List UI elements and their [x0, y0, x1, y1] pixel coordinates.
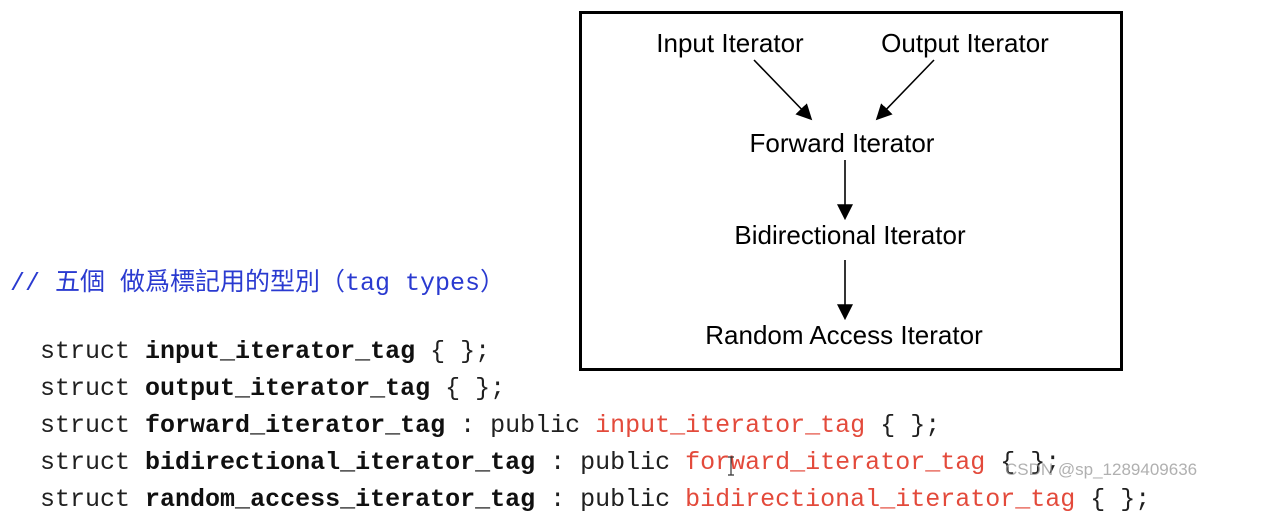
type-name: input_iterator_tag — [145, 337, 416, 366]
node-input-iterator: Input Iterator — [656, 28, 804, 58]
node-output-iterator: Output Iterator — [881, 28, 1049, 58]
keyword-struct: struct — [40, 485, 131, 514]
base-type: bidirectional_iterator_tag — [685, 485, 1076, 514]
body-tail: { }; — [865, 411, 941, 440]
keyword-struct: struct — [40, 337, 131, 366]
type-name: random_access_iterator_tag — [145, 485, 536, 514]
type-name: forward_iterator_tag — [145, 411, 446, 440]
iterator-hierarchy-diagram: Input Iterator Output Iterator Forward I… — [579, 11, 1123, 371]
body-tail: { }; — [415, 337, 491, 366]
type-name: bidirectional_iterator_tag — [145, 448, 536, 477]
edge-output-to-forward — [875, 59, 935, 121]
code-line: struct input_iterator_tag { }; — [10, 307, 490, 367]
inherit-sep: : public — [535, 448, 686, 477]
watermark: CSDN @sp_1289409636 — [1005, 460, 1198, 479]
node-bidirectional-iterator: Bidirectional Iterator — [734, 220, 966, 250]
keyword-struct: struct — [40, 411, 131, 440]
text-cursor-icon — [728, 456, 734, 476]
body-tail: { }; — [430, 374, 506, 403]
base-type: input_iterator_tag — [595, 411, 866, 440]
diagram-edges — [753, 59, 935, 321]
node-forward-iterator: Forward Iterator — [749, 128, 935, 158]
inherit-sep: : public — [445, 411, 596, 440]
inherit-sep: : public — [535, 485, 686, 514]
type-name: output_iterator_tag — [145, 374, 431, 403]
code-line: struct random_access_iterator_tag : publ… — [10, 455, 1150, 515]
code-line: struct forward_iterator_tag : public inp… — [10, 381, 940, 441]
node-random-access-iterator: Random Access Iterator — [705, 320, 983, 350]
code-line: struct output_iterator_tag { }; — [10, 344, 505, 404]
body-tail: { }; — [1075, 485, 1151, 514]
body-tail: { }; — [985, 448, 1061, 477]
code-line: struct bidirectional_iterator_tag : publ… — [10, 418, 1060, 478]
edge-input-to-forward — [753, 59, 813, 121]
keyword-struct: struct — [40, 448, 131, 477]
code-comment: // 五個 做爲標記用的型別（tag types） — [10, 269, 506, 298]
keyword-struct: struct — [40, 374, 131, 403]
base-type: forward_iterator_tag — [685, 448, 986, 477]
